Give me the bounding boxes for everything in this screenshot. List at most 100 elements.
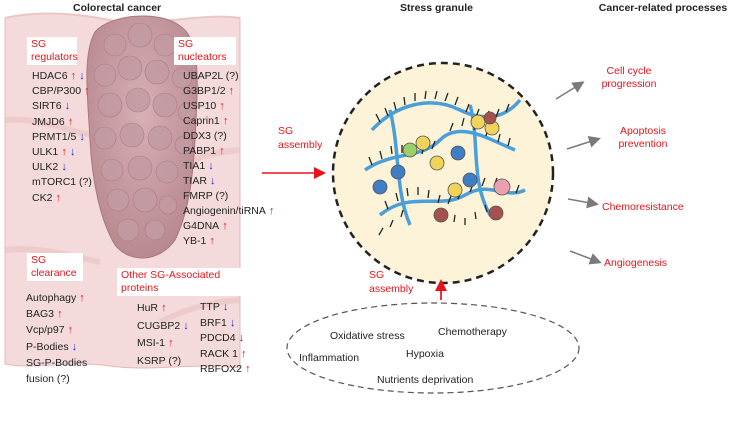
sg-clearance-title: SG clearance xyxy=(27,253,83,281)
factor-row: RBFOX2 ↑ xyxy=(200,362,251,378)
factor-name: MSI-1 xyxy=(137,337,166,349)
up-arrow-icon: ↑ xyxy=(67,70,77,82)
factor-row: ULK2 ↓ xyxy=(32,160,92,175)
up-arrow-icon: ↑ xyxy=(206,235,215,247)
process-cell-cycle: Cell cycle progression xyxy=(601,65,657,90)
process-chemoresistance: Chemoresistance xyxy=(602,201,684,213)
factor-row: Autophagy ↑ xyxy=(26,290,87,306)
factor-row: MSI-1 ↑ xyxy=(137,335,189,353)
factor-hypoxia: Hypoxia xyxy=(406,348,444,360)
down-arrow-icon: ↓ xyxy=(180,319,189,332)
tumor-mass xyxy=(86,15,198,259)
factor-name: Autophagy xyxy=(26,292,77,304)
factor-row: CUGBP2 ↓ xyxy=(137,318,189,336)
up-arrow-icon: ↑ xyxy=(265,205,275,217)
factor-name: HuR xyxy=(137,302,159,314)
factor-row: Caprin1 ↑ xyxy=(183,114,274,129)
up-arrow-icon: ↑ xyxy=(64,324,74,337)
down-arrow-icon: ↓ xyxy=(76,70,85,82)
factor-name: Caprin1 xyxy=(183,115,220,127)
factor-row: HDAC6 ↑ ↓ xyxy=(32,69,92,84)
factor-name: fusion (?) xyxy=(26,373,70,386)
factor-name: UBAP2L (?) xyxy=(183,70,239,82)
process-arrows xyxy=(555,81,602,265)
sg-regulators-list: HDAC6 ↑ ↓CBP/P300 ↑SIRT6 ↓JMJD6 ↑PRMT1/5… xyxy=(32,69,92,206)
factor-name: CBP/P300 xyxy=(32,85,82,98)
factor-name: KSRP (?) xyxy=(137,354,182,367)
factor-row: HuR ↑ xyxy=(137,300,189,318)
up-arrow-icon: ↑ xyxy=(219,220,228,232)
up-arrow-icon: ↑ xyxy=(242,363,251,376)
factor-row: G3BP1/2 ↑ xyxy=(183,84,274,99)
factor-row: mTORC1 (?) xyxy=(32,175,92,190)
factor-row: USP10 ↑ xyxy=(183,99,274,114)
factor-name: RACK 1 xyxy=(200,347,238,360)
factor-row: UBAP2L (?) xyxy=(183,69,274,84)
up-arrow-icon: ↑ xyxy=(216,145,225,157)
down-arrow-icon: ↓ xyxy=(205,160,214,172)
factor-name: CUGBP2 xyxy=(137,319,181,332)
factor-chemotherapy: Chemotherapy xyxy=(438,326,507,338)
factor-row: ULK1 ↑ ↓ xyxy=(32,145,92,160)
factor-name: G4DNA xyxy=(183,220,220,232)
sg-nucleators-title: SG nucleators xyxy=(174,37,236,65)
factor-name: TIAR xyxy=(183,175,207,187)
factor-name: YB-1 xyxy=(183,235,207,247)
stress-granule-header: Stress granule xyxy=(400,2,473,14)
up-arrow-icon: ↑ xyxy=(158,302,167,314)
factor-name: RBFOX2 xyxy=(200,363,243,376)
factor-row: YB-1 ↑ xyxy=(183,234,274,249)
up-arrow-icon: ↑ xyxy=(64,115,74,128)
factor-row: CBP/P300 ↑ xyxy=(32,84,92,99)
other-sg-col2: TTP ↓BRF1 ↓PDCD4 ↓RACK 1 ↑RBFOX2 ↑ xyxy=(200,300,251,378)
colorectal-header: Colorectal cancer xyxy=(73,2,162,14)
factor-name: BRF1 xyxy=(200,316,227,329)
factor-name: TTP xyxy=(200,301,220,313)
factor-inflammation: Inflammation xyxy=(299,352,360,364)
up-arrow-icon: ↑ xyxy=(165,337,174,349)
factor-row: JMJD6 ↑ xyxy=(32,115,92,130)
process-apoptosis: Apoptosis prevention xyxy=(618,125,668,150)
factor-row: SG-P-Bodies xyxy=(26,355,87,371)
factor-name: PDCD4 xyxy=(200,332,236,345)
factor-row: BRF1 ↓ xyxy=(200,316,251,332)
down-arrow-icon: ↓ xyxy=(68,340,78,353)
factor-name: P-Bodies xyxy=(26,340,69,353)
stress-granule-illustration xyxy=(331,61,555,285)
process-angiogenesis: Angiogenesis xyxy=(604,257,668,269)
factor-name: Vcp/p97 xyxy=(26,324,65,337)
factor-row: PABP1 ↑ xyxy=(183,144,274,159)
factor-name: ULK1 xyxy=(32,146,59,159)
factor-name: JMJD6 xyxy=(32,115,65,128)
down-arrow-icon: ↓ xyxy=(206,175,216,187)
sg-regulators-title: SG regulators xyxy=(27,37,78,65)
down-arrow-icon: ↓ xyxy=(219,301,229,313)
factor-row: Vcp/p97 ↑ xyxy=(26,322,87,338)
up-arrow-icon: ↑ xyxy=(76,292,85,304)
factor-name: FMRP (?) xyxy=(183,190,229,202)
down-arrow-icon: ↓ xyxy=(226,316,236,329)
factor-row: FMRP (?) xyxy=(183,189,274,204)
factor-name: CK2 xyxy=(32,191,53,204)
factor-name: BAG3 xyxy=(26,308,55,321)
sg-nucleators-list: UBAP2L (?)G3BP1/2 ↑USP10 ↑Caprin1 ↑DDX3 … xyxy=(183,69,274,249)
factor-row: Angiogenin/tiRNA ↑ xyxy=(183,204,274,219)
factor-name: SIRT6 xyxy=(32,100,62,113)
factor-row: BAG3 ↑ xyxy=(26,306,87,322)
down-arrow-icon: ↓ xyxy=(66,146,76,159)
factor-name: Angiogenin/tiRNA xyxy=(183,205,266,217)
up-arrow-icon: ↑ xyxy=(237,347,247,360)
factor-nutrients-deprivation: Nutrients deprivation xyxy=(377,374,474,386)
factor-oxidative-stress: Oxidative stress xyxy=(330,330,405,342)
other-sg-col1: HuR ↑CUGBP2 ↓MSI-1 ↑KSRP (?) xyxy=(137,300,189,370)
factor-row: TIAR ↓ xyxy=(183,174,274,189)
up-arrow-icon: ↑ xyxy=(225,85,235,97)
factor-name: USP10 xyxy=(183,100,217,112)
factor-row: PRMT1/5 ↓ xyxy=(32,130,92,145)
down-arrow-icon: ↓ xyxy=(61,100,71,113)
up-arrow-icon: ↑ xyxy=(81,85,90,98)
factor-name: G3BP1/2 xyxy=(183,85,226,97)
down-arrow-icon: ↓ xyxy=(58,161,67,174)
factor-name: PABP1 xyxy=(183,145,217,157)
factor-row: SIRT6 ↓ xyxy=(32,99,92,114)
